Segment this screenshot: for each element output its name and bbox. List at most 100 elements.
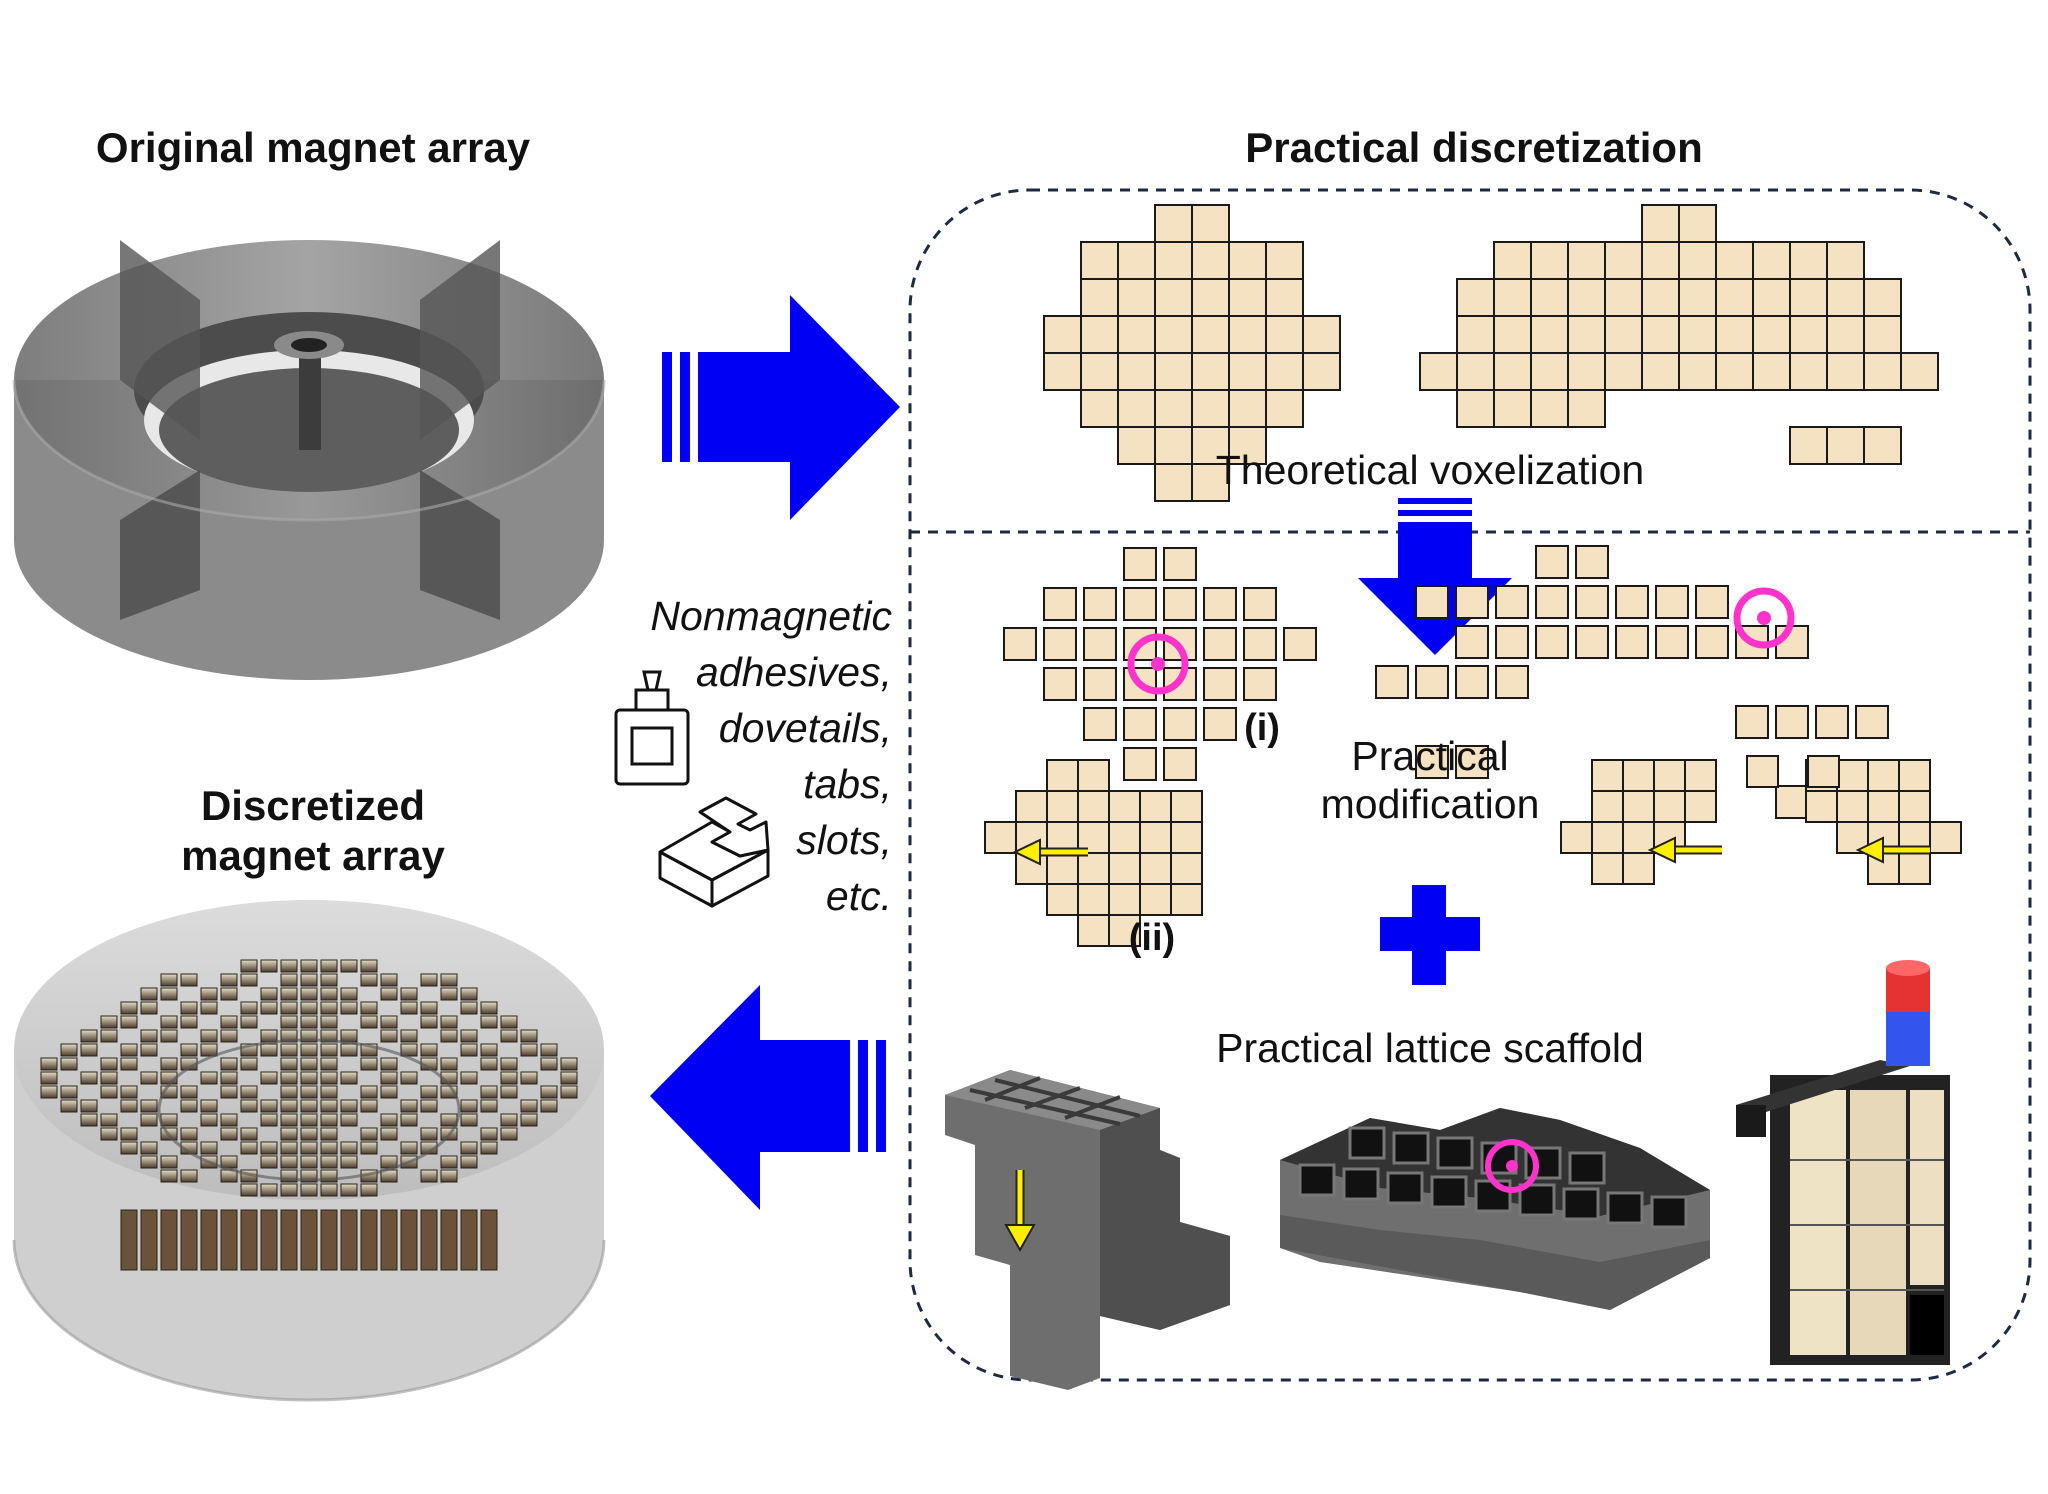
voxel <box>1117 426 1156 465</box>
voxel <box>1154 278 1193 317</box>
voxel <box>440 1155 458 1169</box>
voxel <box>400 1071 418 1085</box>
voxel <box>1591 759 1624 792</box>
voxel <box>300 973 318 987</box>
voxel <box>1495 625 1529 659</box>
voxel <box>420 973 438 987</box>
voxel <box>320 1141 338 1155</box>
filled-scaffold-render <box>1736 960 1950 1365</box>
voxel <box>420 1099 438 1113</box>
voxel <box>1302 352 1341 391</box>
shift-arrow-icon <box>1012 838 1088 866</box>
voxel <box>280 1183 298 1197</box>
voxel <box>240 973 258 987</box>
voxel <box>1191 389 1230 428</box>
voxel <box>120 1015 138 1029</box>
stepped-scaffold-render <box>945 1070 1230 1390</box>
voxel <box>1203 587 1237 621</box>
voxel <box>380 973 398 987</box>
voxel <box>1493 241 1532 280</box>
practical-lattice-scaffold-label: Practical lattice scaffold <box>1216 1025 1644 1071</box>
voxel <box>1752 352 1791 391</box>
voxel <box>1604 315 1643 354</box>
voxel <box>220 1127 238 1141</box>
voxel <box>520 1113 538 1127</box>
voxel <box>320 1209 338 1271</box>
voxel <box>120 1043 138 1057</box>
voxel <box>1815 705 1849 739</box>
voxel <box>984 821 1017 854</box>
voxel <box>180 973 198 987</box>
discretized-array-title-line1: Discretized <box>201 782 425 829</box>
voxel <box>1863 352 1902 391</box>
voxel <box>400 987 418 1001</box>
voxel <box>1530 278 1569 317</box>
voxel <box>80 1043 98 1057</box>
voxel <box>1867 790 1900 823</box>
voxel <box>260 959 278 973</box>
voxel-grid-arc <box>1419 204 1939 465</box>
back-arrow-icon <box>650 985 886 1210</box>
voxel <box>300 1043 318 1057</box>
voxel <box>80 1113 98 1127</box>
voxel <box>1622 821 1655 854</box>
voxel <box>1228 278 1267 317</box>
voxel <box>1863 315 1902 354</box>
voxel <box>280 973 298 987</box>
voxel <box>1575 545 1609 579</box>
voxel <box>1836 759 1869 792</box>
voxel <box>1015 790 1048 823</box>
voxel <box>1083 627 1117 661</box>
voxel <box>340 1043 358 1057</box>
voxel <box>360 1085 378 1099</box>
voxel <box>460 1043 478 1057</box>
voxel <box>460 1099 478 1113</box>
voxel <box>180 1015 198 1029</box>
voxel <box>100 1085 118 1099</box>
voxel <box>320 987 338 1001</box>
voxel <box>1243 667 1277 701</box>
voxel <box>1715 278 1754 317</box>
voxel <box>560 1085 578 1099</box>
voxel <box>540 1043 558 1057</box>
voxel <box>1495 585 1529 619</box>
voxel <box>120 1001 138 1015</box>
voxel <box>360 1057 378 1071</box>
voxel <box>1641 278 1680 317</box>
voxel <box>500 1029 518 1043</box>
voxel <box>200 1001 218 1015</box>
original-magnet-array-render <box>12 240 606 680</box>
voxel <box>1154 426 1193 465</box>
voxel <box>1567 315 1606 354</box>
voxel <box>1826 426 1865 465</box>
voxel <box>320 1183 338 1197</box>
voxel <box>1615 625 1649 659</box>
voxel <box>420 1169 438 1183</box>
voxel <box>1746 755 1779 788</box>
voxel <box>1836 790 1869 823</box>
voxel <box>180 1209 198 1271</box>
voxel <box>1530 315 1569 354</box>
voxel <box>1080 352 1119 391</box>
voxel <box>1154 463 1193 502</box>
voxel <box>520 1043 538 1057</box>
voxel <box>1641 315 1680 354</box>
voxel <box>220 1057 238 1071</box>
voxel <box>380 1113 398 1127</box>
voxel <box>280 1209 298 1271</box>
discretized-array-title-line2: magnet array <box>181 832 445 879</box>
voxel <box>1265 241 1304 280</box>
voxel <box>1191 241 1230 280</box>
voxel <box>340 1155 358 1169</box>
voxel <box>420 1015 438 1029</box>
voxel <box>260 1113 278 1127</box>
voxel <box>340 1029 358 1043</box>
voxel <box>1615 585 1649 619</box>
voxel <box>400 1099 418 1113</box>
voxel <box>1108 821 1141 854</box>
voxel <box>320 1085 338 1099</box>
modified-voxels-diamond <box>1003 547 1317 781</box>
voxel <box>180 1043 198 1057</box>
voxel <box>1265 315 1304 354</box>
